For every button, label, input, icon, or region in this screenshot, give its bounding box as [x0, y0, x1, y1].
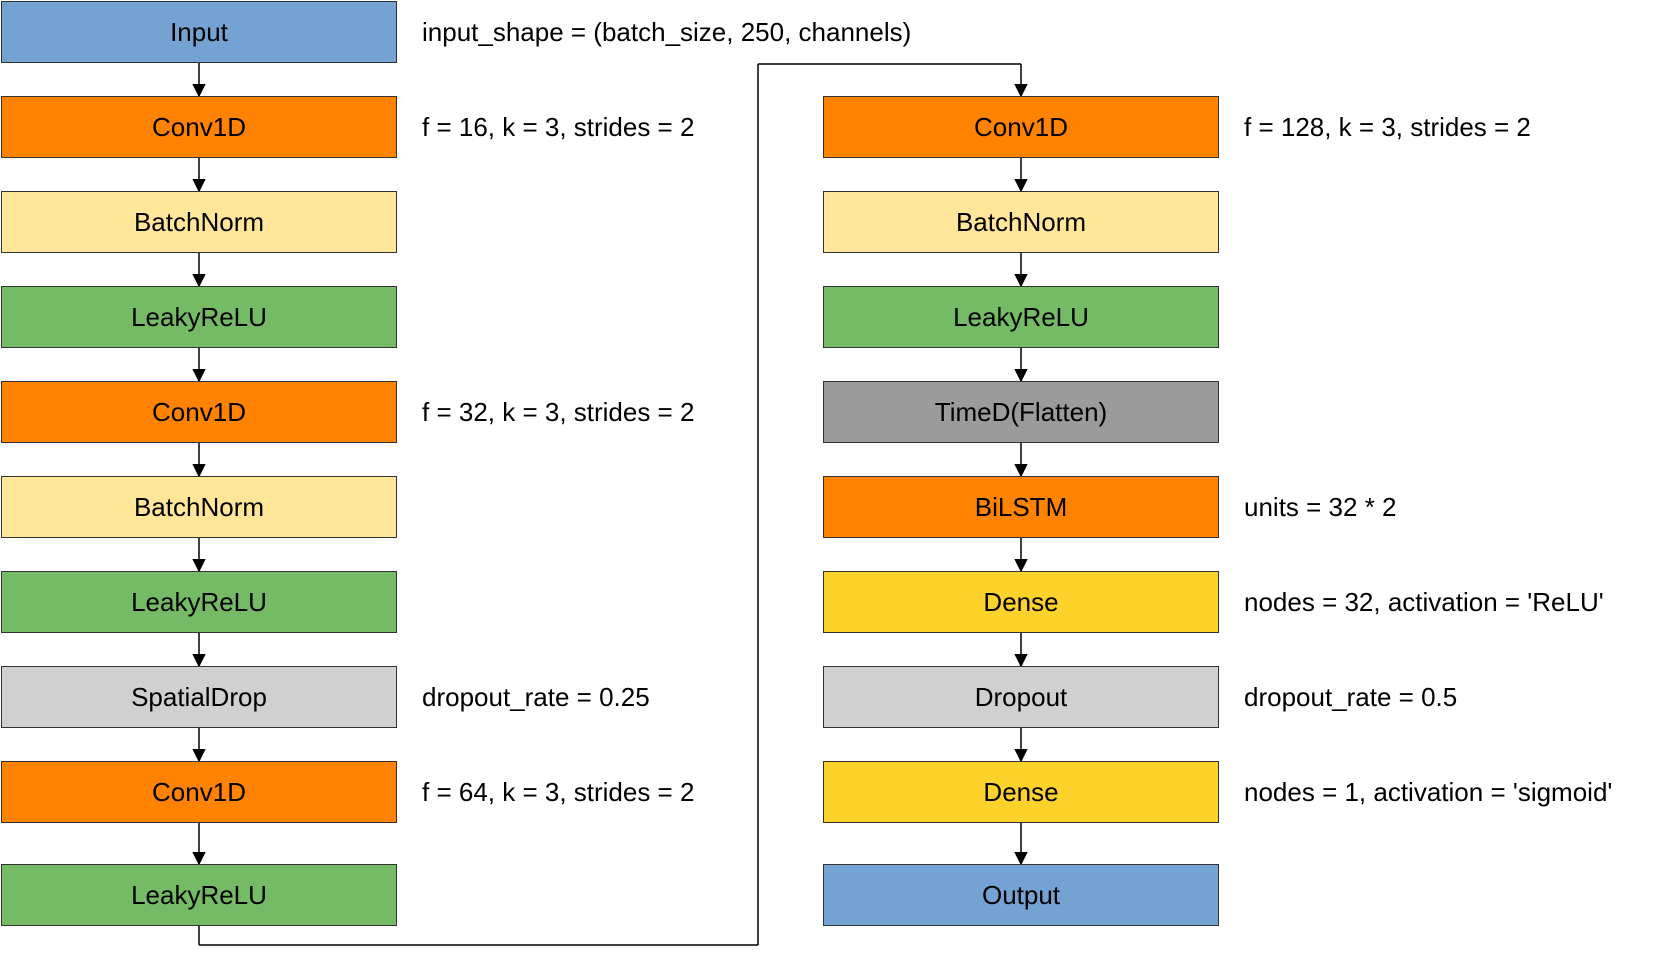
layer-label: BatchNorm — [133, 491, 265, 522]
layer-block-dense: Dense — [823, 571, 1219, 633]
layer-label: LeakyReLU — [131, 879, 267, 910]
layer-parameters: f = 16, k = 3, strides = 2 — [422, 112, 695, 142]
layer-label: Conv1D — [152, 396, 246, 427]
layer-label: BatchNorm — [133, 206, 265, 237]
layer-label: TimeD(Flatten) — [934, 396, 1108, 427]
layer-label: Conv1D — [152, 111, 246, 142]
layer-block-conv1d: Conv1D — [1, 761, 397, 823]
layer-block-batchnorm: BatchNorm — [1, 476, 397, 538]
layer-label: SpatialDrop — [131, 681, 267, 712]
layer-block-spatialdrop: SpatialDrop — [1, 666, 397, 728]
layer-label: BiLSTM — [974, 491, 1068, 522]
layer-parameters: f = 128, k = 3, strides = 2 — [1244, 112, 1531, 142]
layer-block-leakyrelu: LeakyReLU — [823, 286, 1219, 348]
layer-parameters: dropout_rate = 0.25 — [422, 682, 650, 712]
layer-label: LeakyReLU — [131, 586, 267, 617]
layer-block-timed-flatten: TimeD(Flatten) — [823, 381, 1219, 443]
layer-label: LeakyReLU — [953, 301, 1089, 332]
layer-label: LeakyReLU — [131, 301, 267, 332]
layer-label: Output — [981, 879, 1061, 910]
layer-block-conv1d: Conv1D — [1, 381, 397, 443]
layer-label: Input — [170, 16, 228, 47]
layer-parameters: input_shape = (batch_size, 250, channels… — [422, 17, 912, 47]
layer-block-batchnorm: BatchNorm — [823, 191, 1219, 253]
layer-block-batchnorm: BatchNorm — [1, 191, 397, 253]
layer-block-bilstm: BiLSTM — [823, 476, 1219, 538]
layer-block-input: Input — [1, 1, 397, 63]
layer-label: Dense — [983, 776, 1059, 807]
layer-parameters: nodes = 32, activation = 'ReLU' — [1244, 587, 1604, 617]
layer-label: Dropout — [974, 681, 1068, 712]
layer-label: Conv1D — [974, 111, 1068, 142]
layer-block-dense: Dense — [823, 761, 1219, 823]
layer-label: Dense — [983, 586, 1059, 617]
layer-parameters: dropout_rate = 0.5 — [1244, 682, 1458, 712]
layer-label: BatchNorm — [955, 206, 1087, 237]
layer-block-dropout: Dropout — [823, 666, 1219, 728]
layer-block-leakyrelu: LeakyReLU — [1, 286, 397, 348]
layer-parameters: f = 64, k = 3, strides = 2 — [422, 777, 695, 807]
layer-block-leakyrelu: LeakyReLU — [1, 864, 397, 926]
layer-block-output: Output — [823, 864, 1219, 926]
layer-parameters: f = 32, k = 3, strides = 2 — [422, 397, 695, 427]
layer-parameters: nodes = 1, activation = 'sigmoid' — [1244, 777, 1613, 807]
layer-block-conv1d: Conv1D — [823, 96, 1219, 158]
layer-block-conv1d: Conv1D — [1, 96, 397, 158]
layer-label: Conv1D — [152, 776, 246, 807]
layer-block-leakyrelu: LeakyReLU — [1, 571, 397, 633]
layer-parameters: units = 32 * 2 — [1244, 492, 1397, 522]
